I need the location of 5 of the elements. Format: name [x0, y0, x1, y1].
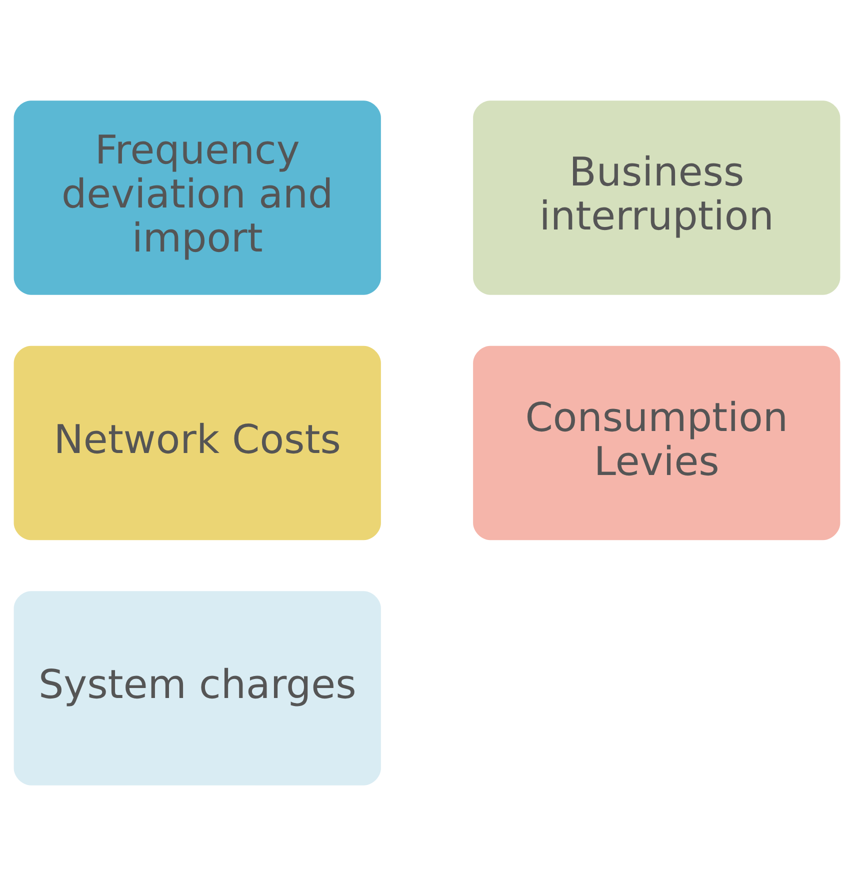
node-box: Business interruption — [473, 100, 840, 295]
node-box: System charges — [14, 591, 381, 786]
node-box: Frequency deviation and import — [14, 100, 381, 295]
node-box: Consumption Levies — [473, 346, 840, 540]
node-box: Network Costs — [14, 346, 381, 540]
